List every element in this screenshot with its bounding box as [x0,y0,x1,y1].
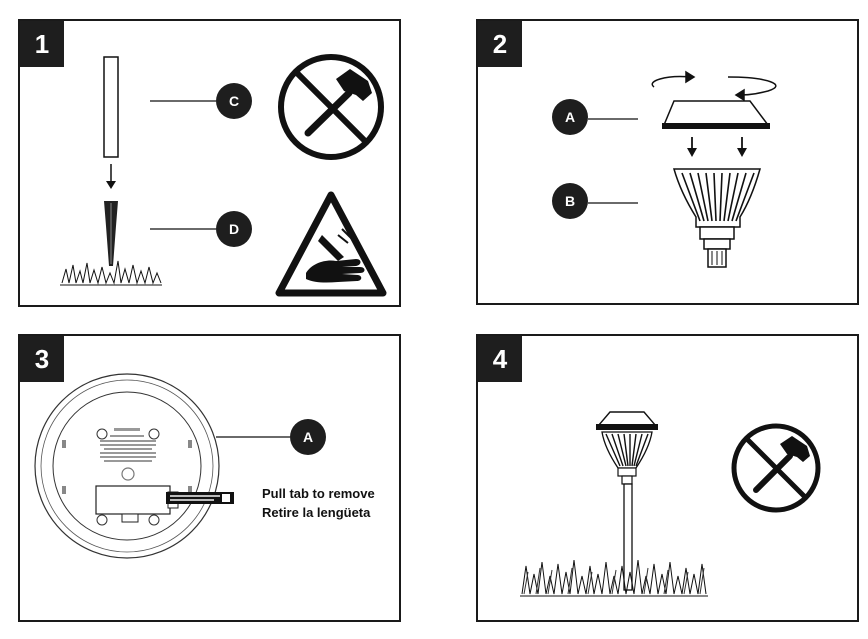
step-4-panel: 4 [476,334,859,622]
hand-injury-warning-icon [275,191,387,297]
grass-icon [520,559,708,597]
product-label-fine-print [100,428,156,462]
instruction-line-en: Pull tab to remove [262,486,375,501]
step-1-panel: 1 [18,19,401,307]
down-arrow-icon [687,137,747,157]
step-number: 2 [478,21,522,67]
step-3-panel: 3 [18,334,401,622]
down-arrow-icon [106,164,116,189]
step-1-illustration [60,54,387,297]
no-hammer-icon [731,423,821,513]
callout-a: A [552,99,588,135]
ground-stake [104,201,118,266]
instruction-line-es: Retire la lengüeta [262,505,371,520]
callout-c: C [216,83,252,119]
step-2-panel: 2 [476,19,859,305]
callout-b: B [552,183,588,219]
step-3-illustration [34,373,290,559]
step-number: 3 [20,336,64,382]
solar-cap [662,100,770,126]
callout-a: A [290,419,326,455]
lantern-body [673,168,761,268]
step-4-illustration [520,411,821,597]
step-number: 4 [478,336,522,382]
rotate-arrows-icon [651,70,777,102]
step-number: 1 [20,21,64,67]
solar-light-icon [596,411,658,591]
callout-d: D [216,211,252,247]
no-hammer-icon [278,54,384,160]
pole-segment [103,56,119,158]
battery-compartment [95,485,171,515]
screw [96,428,160,526]
step-2-illustration [588,70,777,268]
pull-tab-instruction: Pull tab to remove Retire la lengüeta [262,484,375,522]
pull-tab [166,492,234,504]
grass-icon [60,260,162,286]
